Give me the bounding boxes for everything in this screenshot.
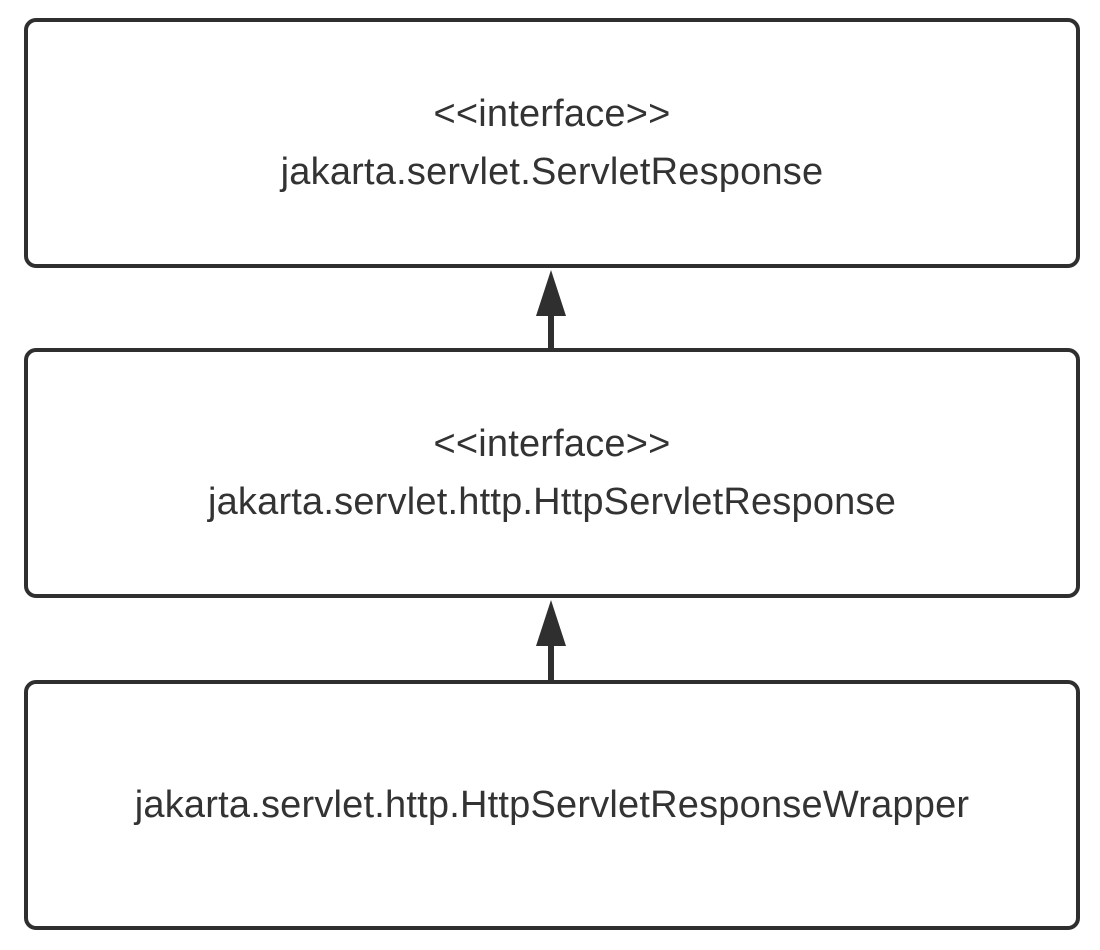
class-box-http-servlet-response: <<interface>> jakarta.servlet.http.HttpS… (24, 348, 1080, 598)
class-box-servlet-response: <<interface>> jakarta.servlet.ServletRes… (24, 18, 1080, 268)
class-name-label: jakarta.servlet.ServletResponse (280, 151, 824, 193)
stereotype-label: <<interface>> (433, 423, 671, 465)
class-box-http-servlet-response-wrapper: jakarta.servlet.http.HttpServletResponse… (24, 680, 1080, 930)
class-name-label: jakarta.servlet.http.HttpServletResponse… (134, 784, 970, 826)
arrow-head-http-to-servlet (536, 270, 566, 316)
stereotype-label: <<interface>> (433, 93, 671, 135)
arrow-head-wrapper-to-http (536, 600, 566, 646)
class-name-label: jakarta.servlet.http.HttpServletResponse (207, 481, 897, 523)
